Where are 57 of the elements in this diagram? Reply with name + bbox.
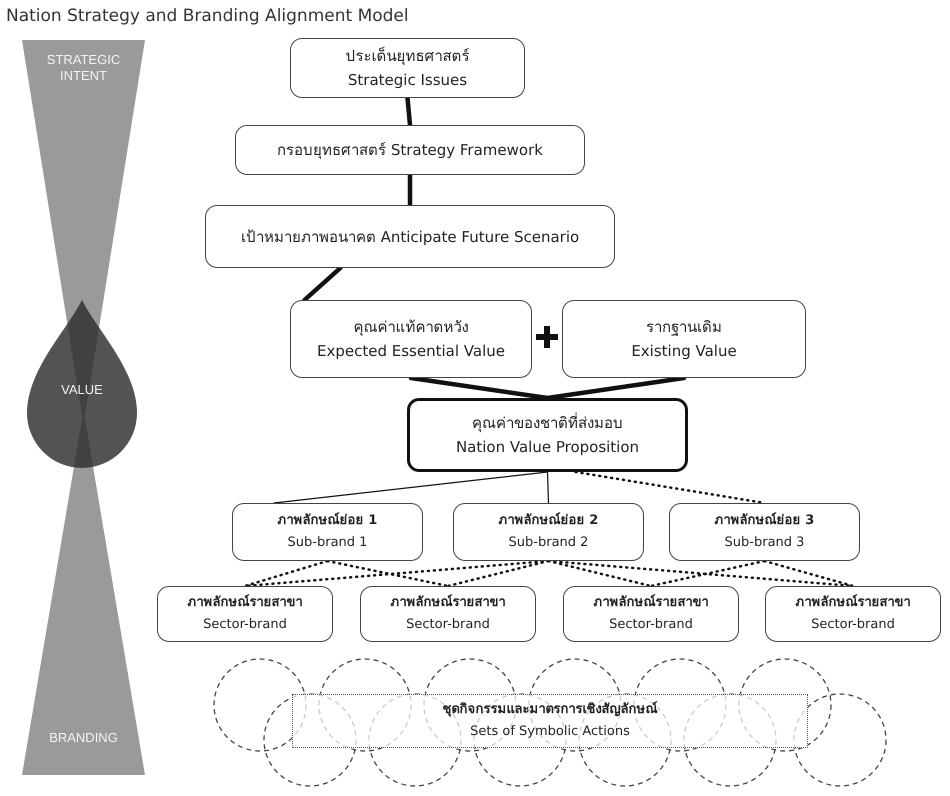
connector-line xyxy=(545,376,686,400)
rounded-box xyxy=(360,586,536,642)
section-label: VALUE xyxy=(60,382,104,398)
rounded-box xyxy=(669,503,860,561)
rounded-box xyxy=(290,38,525,98)
node-text: Expected Essential Value xyxy=(317,342,505,360)
connector-line xyxy=(546,471,550,504)
connector-line xyxy=(408,376,550,400)
node-text: Strategic Issues xyxy=(348,71,468,89)
node-text: Sector-brand xyxy=(406,617,490,633)
section-label: BRANDING xyxy=(48,730,119,746)
connector-line xyxy=(302,266,343,302)
node-text: Sector-brand xyxy=(203,617,287,633)
node-text: Nation Value Proposition xyxy=(456,438,640,456)
node-text: คุณค่าแท้คาดหวัง xyxy=(354,318,468,336)
connector-line xyxy=(446,560,550,588)
node-text: Sector-brand xyxy=(609,617,693,633)
connector-line xyxy=(244,560,329,588)
diagram-title: Nation Strategy and Branding Alignment Model xyxy=(6,6,409,26)
rounded-box xyxy=(407,398,688,472)
rounded-box xyxy=(235,125,585,175)
node-text: Sub-brand 1 xyxy=(288,535,368,551)
node-text: คุณค่าของชาติที่ส่งมอบ xyxy=(472,414,623,432)
connector-line xyxy=(408,172,412,208)
rounded-box xyxy=(563,586,739,642)
node-text: Sector-brand xyxy=(811,617,895,633)
node-text: ประเด็นยุทธศาสตร์ xyxy=(346,47,470,65)
node-text: รากฐานเดิม xyxy=(646,318,722,336)
rounded-box xyxy=(232,503,423,561)
connector-line xyxy=(547,560,652,588)
connector-line xyxy=(650,560,766,588)
connector-line xyxy=(326,560,450,588)
section-label: STRATEGIC INTENT xyxy=(46,52,122,84)
rounded-box xyxy=(453,503,644,561)
rounded-box xyxy=(205,205,615,268)
node-text: ภาพลักษณ์รายสาขา xyxy=(594,595,708,611)
dotted-frame xyxy=(292,694,808,748)
node-text: ภาพลักษณ์รายสาขา xyxy=(188,595,302,611)
node-text: Sets of Symbolic Actions xyxy=(470,724,630,740)
node-text: ภาพลักษณ์ย่อย 1 xyxy=(278,513,378,529)
connector-line xyxy=(405,96,412,128)
node-text: Sub-brand 2 xyxy=(508,535,588,551)
node-text: ภาพลักษณ์ย่อย 2 xyxy=(498,513,598,529)
rounded-box xyxy=(157,586,333,642)
rounded-box xyxy=(765,586,941,642)
rounded-box xyxy=(290,300,532,378)
node-text: ภาพลักษณ์รายสาขา xyxy=(390,595,506,611)
node-text: ชุดกิจกรรมและมาตรการเชิงสัญลักษณ์ xyxy=(442,702,658,718)
connector-line xyxy=(763,560,854,588)
node-text: ภาพลักษณ์รายสาขา xyxy=(796,595,910,611)
node-text: กรอบยุทธศาสตร์ Strategy Framework xyxy=(277,141,543,159)
node-text: Existing Value xyxy=(631,342,737,360)
node-text: เป้าหมายภาพอนาคต Anticipate Future Scenario xyxy=(240,228,580,246)
rounded-box xyxy=(562,300,806,378)
node-text: Sub-brand 3 xyxy=(724,535,804,551)
node-text: ภาพลักษณ์ย่อย 3 xyxy=(714,513,814,529)
connector-line xyxy=(273,471,548,504)
